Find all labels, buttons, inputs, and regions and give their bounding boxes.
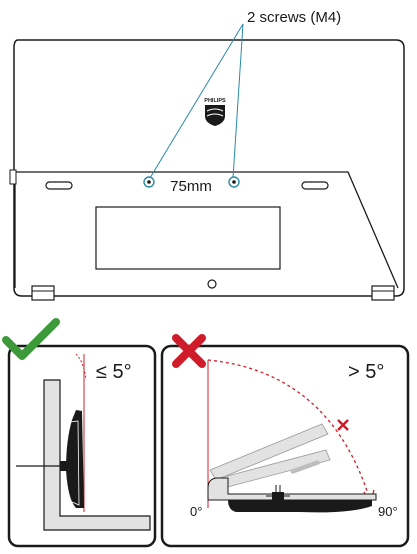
lock-hole [207, 279, 217, 289]
hinge-left [31, 285, 55, 301]
svg-text:✦: ✦ [218, 119, 222, 124]
philips-logo: PHILIPS ✦ ✦ [204, 98, 226, 126]
side-port [9, 169, 17, 185]
vent-slot-right [301, 181, 329, 190]
panel-not-ok: > 5° 0° 90° [160, 334, 410, 548]
monitor-side-flat [228, 500, 372, 513]
arc-cross-icon [337, 419, 349, 431]
stand-cover [15, 171, 399, 289]
screws-label: 2 screws (M4) [247, 9, 341, 26]
rear-panel [95, 206, 281, 270]
check-icon [2, 318, 60, 360]
hinge-right [371, 285, 395, 301]
brand-text: PHILIPS [204, 98, 226, 104]
limit-label-ok: ≤ 5° [96, 361, 132, 383]
wall-bracket [43, 379, 151, 531]
screw-right [228, 176, 240, 188]
monitor-back: PHILIPS ✦ ✦ 2 screws (M4) 75mm [9, 9, 405, 301]
screw-left [143, 176, 155, 188]
tilt-arc-small [75, 353, 87, 381]
ghost-monitor-1 [209, 423, 329, 481]
spacing-label: 75mm [170, 178, 212, 195]
wall-bracket-right [207, 477, 377, 501]
monitor-side-ok [66, 410, 84, 508]
angle-start-label: 0° [190, 504, 202, 519]
leader-line-left [149, 23, 244, 179]
leader-line-right [232, 23, 244, 179]
svg-text:✦: ✦ [209, 119, 213, 124]
panel-ok: ≤ 5° [2, 318, 157, 548]
cross-icon [172, 334, 206, 368]
angle-end-label: 90° [378, 504, 398, 519]
limit-label-not-ok: > 5° [348, 361, 384, 383]
vent-slot-left [45, 181, 73, 190]
